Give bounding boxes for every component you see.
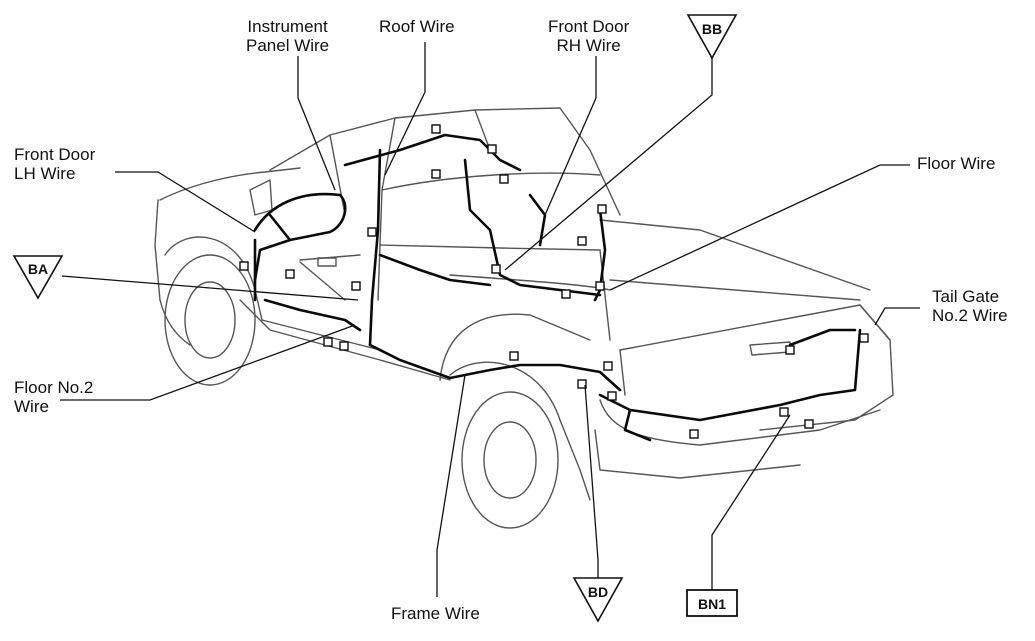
- marker-bb: BB: [686, 14, 738, 60]
- marker-ba-triangle: [12, 255, 64, 300]
- roof-wire-label: Roof Wire: [379, 17, 455, 36]
- harness-wires: [253, 133, 862, 442]
- floor-no2-wire-label: Floor No.2 Wire: [14, 378, 94, 416]
- instrument-panel-wire-label: Instrument Panel Wire: [246, 17, 330, 55]
- frame-wire-label: Frame Wire: [391, 604, 480, 623]
- truck-body: [154, 107, 894, 529]
- marker-bb-text: BB: [702, 21, 722, 37]
- leader-lines: [60, 42, 920, 597]
- marker-bb-triangle: [686, 14, 738, 60]
- floor-wire-label: Floor Wire: [917, 154, 996, 173]
- marker-bd: BD: [572, 577, 624, 623]
- connectors: [239, 124, 869, 439]
- tail-gate-no2-wire-label: Tail Gate No.2 Wire: [932, 287, 1008, 325]
- marker-ba: BA: [12, 255, 64, 300]
- front-door-rh-wire-label: Front Door RH Wire: [548, 17, 630, 55]
- marker-bn1-box: [686, 589, 738, 617]
- marker-bd-text: BD: [588, 584, 608, 600]
- marker-bn1: BN1: [686, 589, 738, 617]
- front-door-lh-wire-label: Front Door LH Wire: [14, 145, 96, 183]
- marker-bd-triangle: [572, 577, 624, 623]
- marker-bn1-text: BN1: [698, 596, 726, 612]
- marker-ba-text: BA: [28, 261, 48, 277]
